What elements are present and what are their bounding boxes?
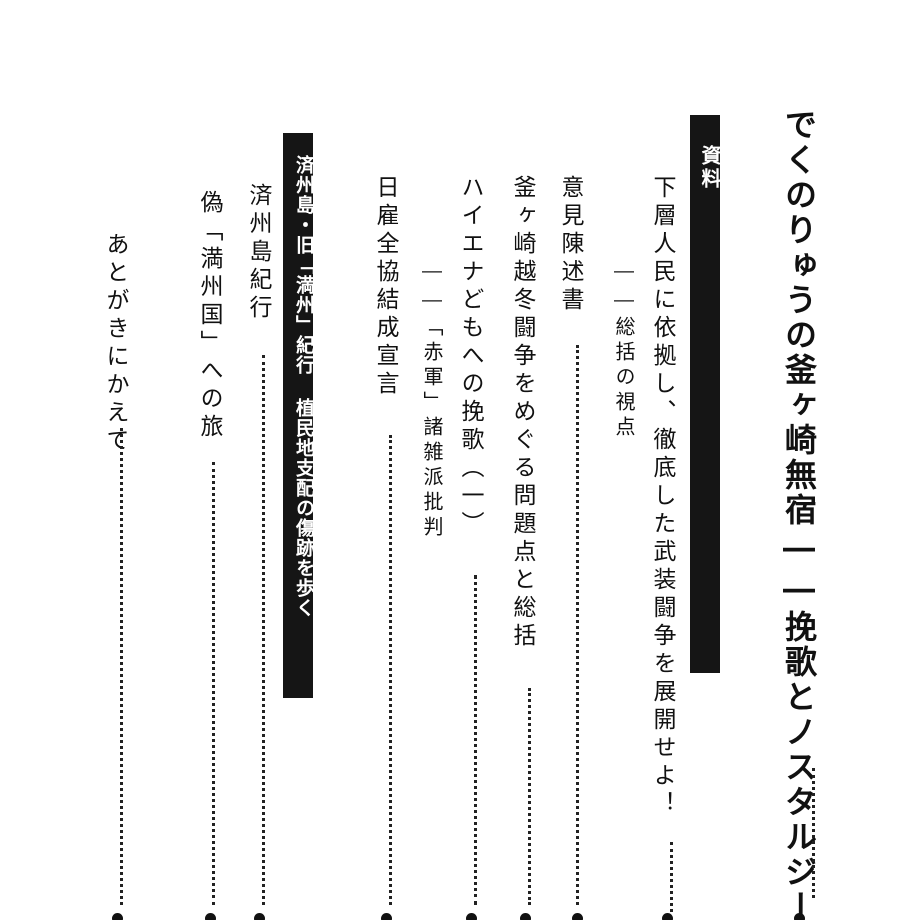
section-band-shiryo: 資料 bbox=[690, 115, 722, 673]
section-band-jeju: 済州島・旧「満州」紀行 植民地支配の傷跡を歩く bbox=[283, 133, 315, 698]
toc-subtitle: ――総括の視点 bbox=[612, 258, 636, 441]
page-number-mark bbox=[381, 913, 392, 920]
toc-subtitle: ――「赤軍」諸雑派批判 bbox=[420, 258, 444, 541]
page-number-mark bbox=[520, 913, 531, 920]
leader-dots bbox=[212, 462, 215, 905]
toc-entry: 下層人民に依拠し、徹底した武装闘争を展開せよ！ bbox=[649, 175, 675, 819]
leader-dots bbox=[576, 345, 579, 905]
toc-entry: ハイエナどもへの挽歌（一） bbox=[457, 175, 483, 539]
toc-entry: 偽「満州国」への旅 bbox=[196, 190, 222, 442]
page-number-mark bbox=[205, 913, 216, 920]
leader-dots bbox=[812, 768, 815, 898]
leader-dots bbox=[528, 688, 531, 905]
leader-dots bbox=[474, 575, 477, 905]
leader-dots bbox=[670, 842, 673, 912]
toc-entry: 済州島紀行 bbox=[245, 183, 271, 323]
toc-entry: 釜ヶ崎越冬闘争をめぐる問題点と総括 bbox=[509, 175, 535, 651]
leader-dots bbox=[120, 428, 123, 905]
toc-entry: 意見陳述書 bbox=[557, 175, 583, 315]
page-number-mark bbox=[466, 913, 477, 920]
leader-dots bbox=[262, 355, 265, 905]
toc-entry: あとがきにかえて bbox=[102, 232, 128, 456]
page-number-mark bbox=[794, 913, 805, 920]
page-number-mark bbox=[572, 913, 583, 920]
page-number-mark bbox=[662, 913, 673, 920]
page-number-mark bbox=[254, 913, 265, 920]
leader-dots bbox=[389, 435, 392, 905]
toc-entry: 日雇全協結成宣言 bbox=[372, 175, 398, 399]
page-number-mark bbox=[112, 913, 123, 920]
main-title: でくのりゅうの釜ヶ崎無宿――挽歌とノスタルジー bbox=[780, 108, 818, 920]
